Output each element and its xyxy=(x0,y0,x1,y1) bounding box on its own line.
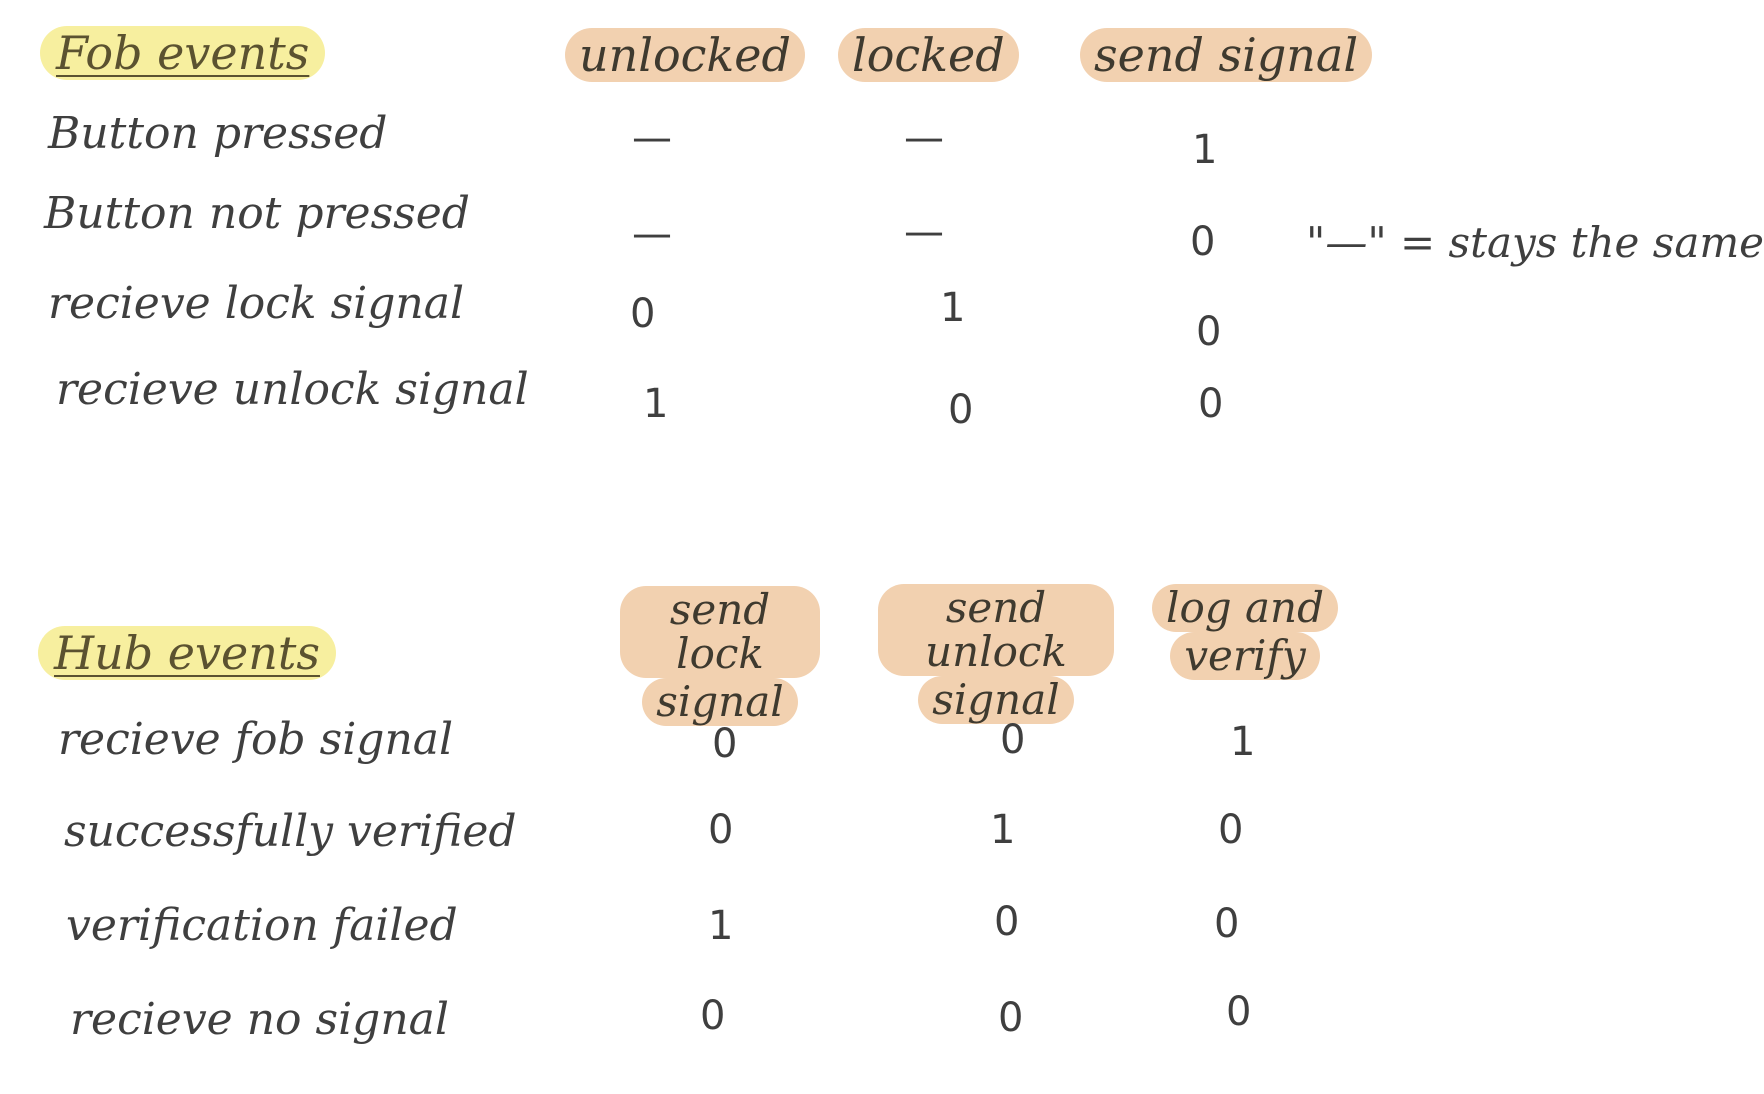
hub-cell: 1 xyxy=(708,903,734,949)
fob-cell: 0 xyxy=(1198,381,1224,427)
hub-col-send-unlock-line1: send unlock xyxy=(878,584,1114,677)
fob-cell: — xyxy=(632,211,672,257)
fob-cell: 0 xyxy=(948,387,974,433)
hub-cell: 0 xyxy=(1218,807,1244,853)
fob-cell: 1 xyxy=(643,381,669,427)
hub-events-title-text: Hub events xyxy=(54,626,320,680)
fob-col-unlocked: unlocked xyxy=(565,28,805,82)
fob-cell: 0 xyxy=(630,291,656,337)
hub-col-send-lock-line2: signal xyxy=(642,678,798,727)
hub-col-send-lock: send lock signal xyxy=(620,586,820,727)
hub-cell: 0 xyxy=(1214,901,1240,947)
fob-row-label: recieve lock signal xyxy=(48,278,465,329)
hub-row-label: recieve fob signal xyxy=(58,714,454,765)
hub-cell: 1 xyxy=(990,807,1016,853)
hub-cell: 0 xyxy=(708,807,734,853)
fob-col-locked: locked xyxy=(838,28,1019,82)
hub-cell: 0 xyxy=(712,721,738,767)
fob-cell: 1 xyxy=(1192,127,1218,173)
hub-cell: 0 xyxy=(1226,989,1252,1035)
hub-col-send-unlock: send unlock signal xyxy=(878,584,1114,725)
hub-col-send-lock-line1: send lock xyxy=(620,586,820,679)
hub-row-label: verification failed xyxy=(66,900,458,951)
fob-cell: — xyxy=(632,115,672,161)
hub-col-log-verify-line2: verify xyxy=(1170,632,1320,681)
hub-row-label: successfully verified xyxy=(64,806,517,857)
fob-events-title-text: Fob events xyxy=(56,26,310,80)
dash-legend-note: "—" = stays the same xyxy=(1306,218,1764,267)
fob-row-label: Button not pressed xyxy=(44,188,470,239)
hub-cell: 1 xyxy=(1230,719,1256,765)
fob-row-label: recieve unlock signal xyxy=(56,364,529,415)
fob-cell: — xyxy=(904,115,944,161)
hub-cell: 0 xyxy=(1000,717,1026,763)
hub-col-log-verify-line1: log and xyxy=(1152,584,1338,633)
hub-row-label: recieve no signal xyxy=(70,994,449,1045)
hub-cell: 0 xyxy=(700,993,726,1039)
fob-col-send-signal: send signal xyxy=(1080,28,1373,82)
fob-cell: 1 xyxy=(940,285,966,331)
fob-events-title: Fob events xyxy=(40,26,326,80)
fob-cell: 0 xyxy=(1190,219,1216,265)
fob-cell: — xyxy=(904,209,944,255)
hub-events-title: Hub events xyxy=(38,626,336,680)
fob-cell: 0 xyxy=(1196,309,1222,355)
hub-cell: 0 xyxy=(998,995,1024,1041)
fob-row-label: Button pressed xyxy=(48,108,388,159)
hub-cell: 0 xyxy=(994,899,1020,945)
hub-col-send-unlock-line2: signal xyxy=(918,676,1074,725)
hub-col-log-verify: log and verify xyxy=(1152,584,1338,681)
